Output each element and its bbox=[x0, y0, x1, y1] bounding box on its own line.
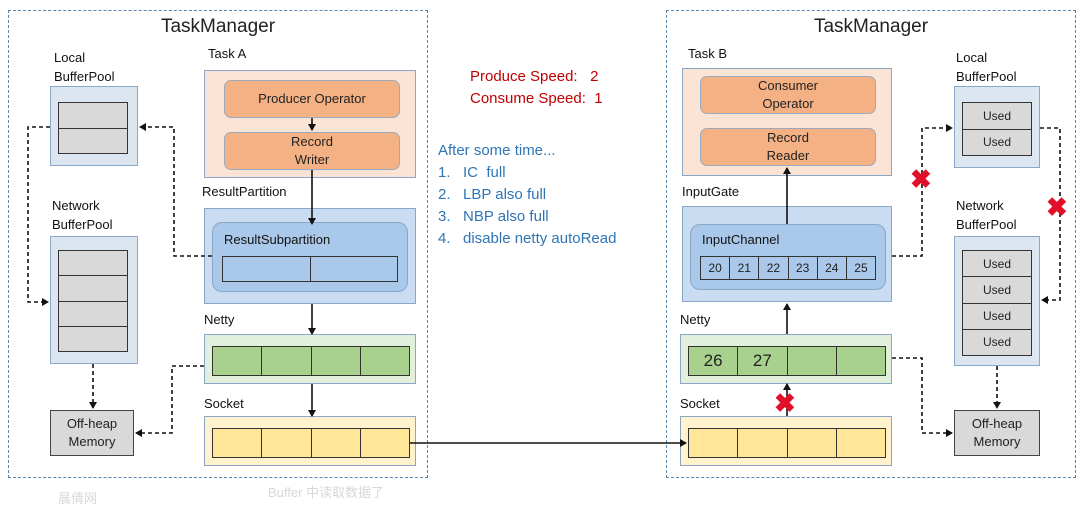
netty-cell bbox=[213, 347, 263, 375]
dashed-subpartition-to-local-pool bbox=[139, 123, 212, 257]
right-network-pool-buffers: Used Used Used Used bbox=[962, 250, 1032, 356]
note-item-3: 3. NBP also full bbox=[438, 208, 549, 225]
right-netty-label: Netty bbox=[680, 312, 711, 327]
watermark-bottom: Buffer 中读取数据了 bbox=[268, 485, 385, 500]
netty-cell: 27 bbox=[738, 347, 788, 375]
socket-cell bbox=[262, 429, 312, 457]
channel-cell: 21 bbox=[730, 257, 760, 279]
left-local-pool-label: Local BufferPool bbox=[54, 50, 115, 84]
notes-heading: After some time... bbox=[438, 142, 556, 159]
producer-operator: Producer Operator bbox=[224, 80, 400, 118]
right-local-pool-buffers: Used Used bbox=[962, 102, 1032, 156]
right-taskmanager-title: TaskManager bbox=[813, 16, 929, 37]
result-partition-label: ResultPartition bbox=[202, 184, 287, 199]
left-netty-label: Netty bbox=[204, 312, 235, 327]
pool-cell: Used bbox=[963, 103, 1031, 130]
pool-cell bbox=[59, 301, 127, 327]
watermark-left: 晨倩网 bbox=[58, 491, 98, 506]
socket-cell bbox=[360, 429, 409, 457]
note-item-2: 2. LBP also full bbox=[438, 186, 547, 203]
netty-cell bbox=[787, 347, 837, 375]
right-socket-label: Socket bbox=[680, 396, 720, 411]
pool-cell bbox=[59, 103, 127, 129]
pool-cell bbox=[59, 326, 127, 351]
channel-cell: 22 bbox=[759, 257, 789, 279]
subpartition-cell bbox=[223, 257, 311, 281]
left-taskmanager-title: TaskManager bbox=[160, 16, 276, 37]
pool-cell: Used bbox=[963, 277, 1031, 304]
right-netty-buffer: 26 27 bbox=[688, 346, 886, 376]
socket-cell bbox=[213, 429, 263, 457]
netty-cell bbox=[360, 347, 409, 375]
right-socket-buffer bbox=[688, 428, 886, 458]
channel-cell: 25 bbox=[846, 257, 876, 279]
dashed-netty-to-offheap bbox=[135, 365, 204, 437]
cross-mark-icon: ✖ bbox=[1046, 192, 1068, 222]
left-taskmanager bbox=[8, 10, 428, 478]
left-network-pool-label: Network BufferPool bbox=[52, 198, 113, 232]
left-socket-buffer bbox=[212, 428, 410, 458]
result-subpartition-buffer bbox=[222, 256, 398, 282]
socket-cell bbox=[787, 429, 837, 457]
note-item-4: 4. disable netty autoRead bbox=[438, 230, 617, 247]
left-socket-label: Socket bbox=[204, 396, 244, 411]
consumer-operator: Consumer Operator bbox=[700, 76, 876, 114]
left-network-pool-buffers bbox=[58, 250, 128, 352]
pool-cell: Used bbox=[963, 303, 1031, 330]
consume-speed: Consume Speed: 1 bbox=[470, 90, 603, 107]
netty-cell: 26 bbox=[689, 347, 739, 375]
dashed-local-to-network-pool bbox=[27, 126, 50, 306]
pool-cell: Used bbox=[963, 251, 1031, 278]
task-b-label: Task B bbox=[688, 46, 728, 61]
cross-mark-icon: ✖ bbox=[910, 164, 932, 194]
dashed-netty-to-offheap-right bbox=[892, 357, 953, 437]
input-channel-label: InputChannel bbox=[702, 232, 780, 247]
socket-cell bbox=[311, 429, 361, 457]
pool-cell bbox=[59, 128, 127, 153]
right-offheap-memory: Off-heap Memory bbox=[954, 410, 1040, 456]
pool-cell bbox=[59, 276, 127, 302]
right-local-pool-label: Local BufferPool bbox=[956, 50, 1017, 84]
result-subpartition-label: ResultSubpartition bbox=[224, 232, 331, 247]
dashed-inputgate-to-local-pool bbox=[892, 124, 953, 257]
channel-cell: 20 bbox=[701, 257, 731, 279]
pool-cell bbox=[59, 251, 127, 277]
dashed-local-to-network-pool-right bbox=[1040, 127, 1061, 304]
note-item-1: 1. IC full bbox=[438, 164, 506, 181]
socket-cell bbox=[738, 429, 788, 457]
socket-cell bbox=[836, 429, 885, 457]
input-channel-buffer: 20 21 22 23 24 25 bbox=[700, 256, 876, 280]
task-a-label: Task A bbox=[208, 46, 247, 61]
record-reader: Record Reader bbox=[700, 128, 876, 166]
channel-cell: 24 bbox=[817, 257, 847, 279]
netty-cell bbox=[311, 347, 361, 375]
pool-cell: Used bbox=[963, 129, 1031, 155]
subpartition-cell bbox=[310, 257, 397, 281]
pool-cell: Used bbox=[963, 329, 1031, 355]
right-taskmanager bbox=[666, 10, 1076, 478]
left-offheap-memory: Off-heap Memory bbox=[50, 410, 134, 456]
produce-speed: Produce Speed: 2 bbox=[470, 68, 599, 85]
channel-cell: 23 bbox=[788, 257, 818, 279]
left-local-pool-buffers bbox=[58, 102, 128, 154]
left-netty-buffer bbox=[212, 346, 410, 376]
cross-mark-icon: ✖ bbox=[774, 388, 796, 418]
netty-cell bbox=[262, 347, 312, 375]
input-gate-label: InputGate bbox=[682, 184, 740, 199]
right-network-pool-label: Network BufferPool bbox=[956, 198, 1017, 232]
netty-cell bbox=[836, 347, 885, 375]
socket-cell bbox=[689, 429, 739, 457]
record-writer: Record Writer bbox=[224, 132, 400, 170]
